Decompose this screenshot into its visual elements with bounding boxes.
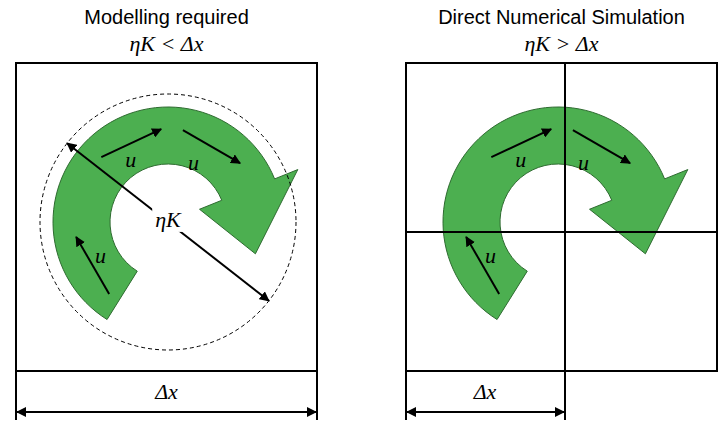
eddy-diameter	[67, 143, 269, 301]
velocity-label: u⃗	[578, 151, 606, 175]
dimension-line	[17, 411, 316, 413]
grid-cell-box: Direct Numerical SimulationηK > Δx	[405, 62, 718, 372]
velocity-label: u⃗	[188, 151, 216, 175]
grid-line	[405, 231, 718, 233]
flow-illustration	[53, 107, 688, 320]
panel-heading: Modelling required	[17, 6, 316, 29]
kolmogorov-scale-label: ηK	[152, 208, 184, 232]
eddy-circle	[40, 94, 296, 350]
extension-line	[15, 372, 17, 420]
dimension-label: Δx	[155, 380, 178, 404]
extension-line	[316, 372, 318, 420]
panel-heading: Direct Numerical Simulation	[407, 6, 716, 29]
velocity-label: u⃗	[485, 244, 513, 268]
eddy-arrow	[53, 107, 298, 320]
scale-relation: ηK < Δx	[17, 31, 316, 57]
velocity-label: u⃗	[95, 244, 123, 268]
scale-relation: ηK > Δx	[407, 31, 716, 57]
velocity-label: u⃗	[125, 148, 153, 172]
velocity-label: u⃗	[515, 148, 543, 172]
dimension-label: Δx	[474, 380, 497, 404]
dimension-line	[407, 411, 564, 413]
grid-line	[564, 62, 566, 420]
extension-line	[405, 372, 407, 420]
